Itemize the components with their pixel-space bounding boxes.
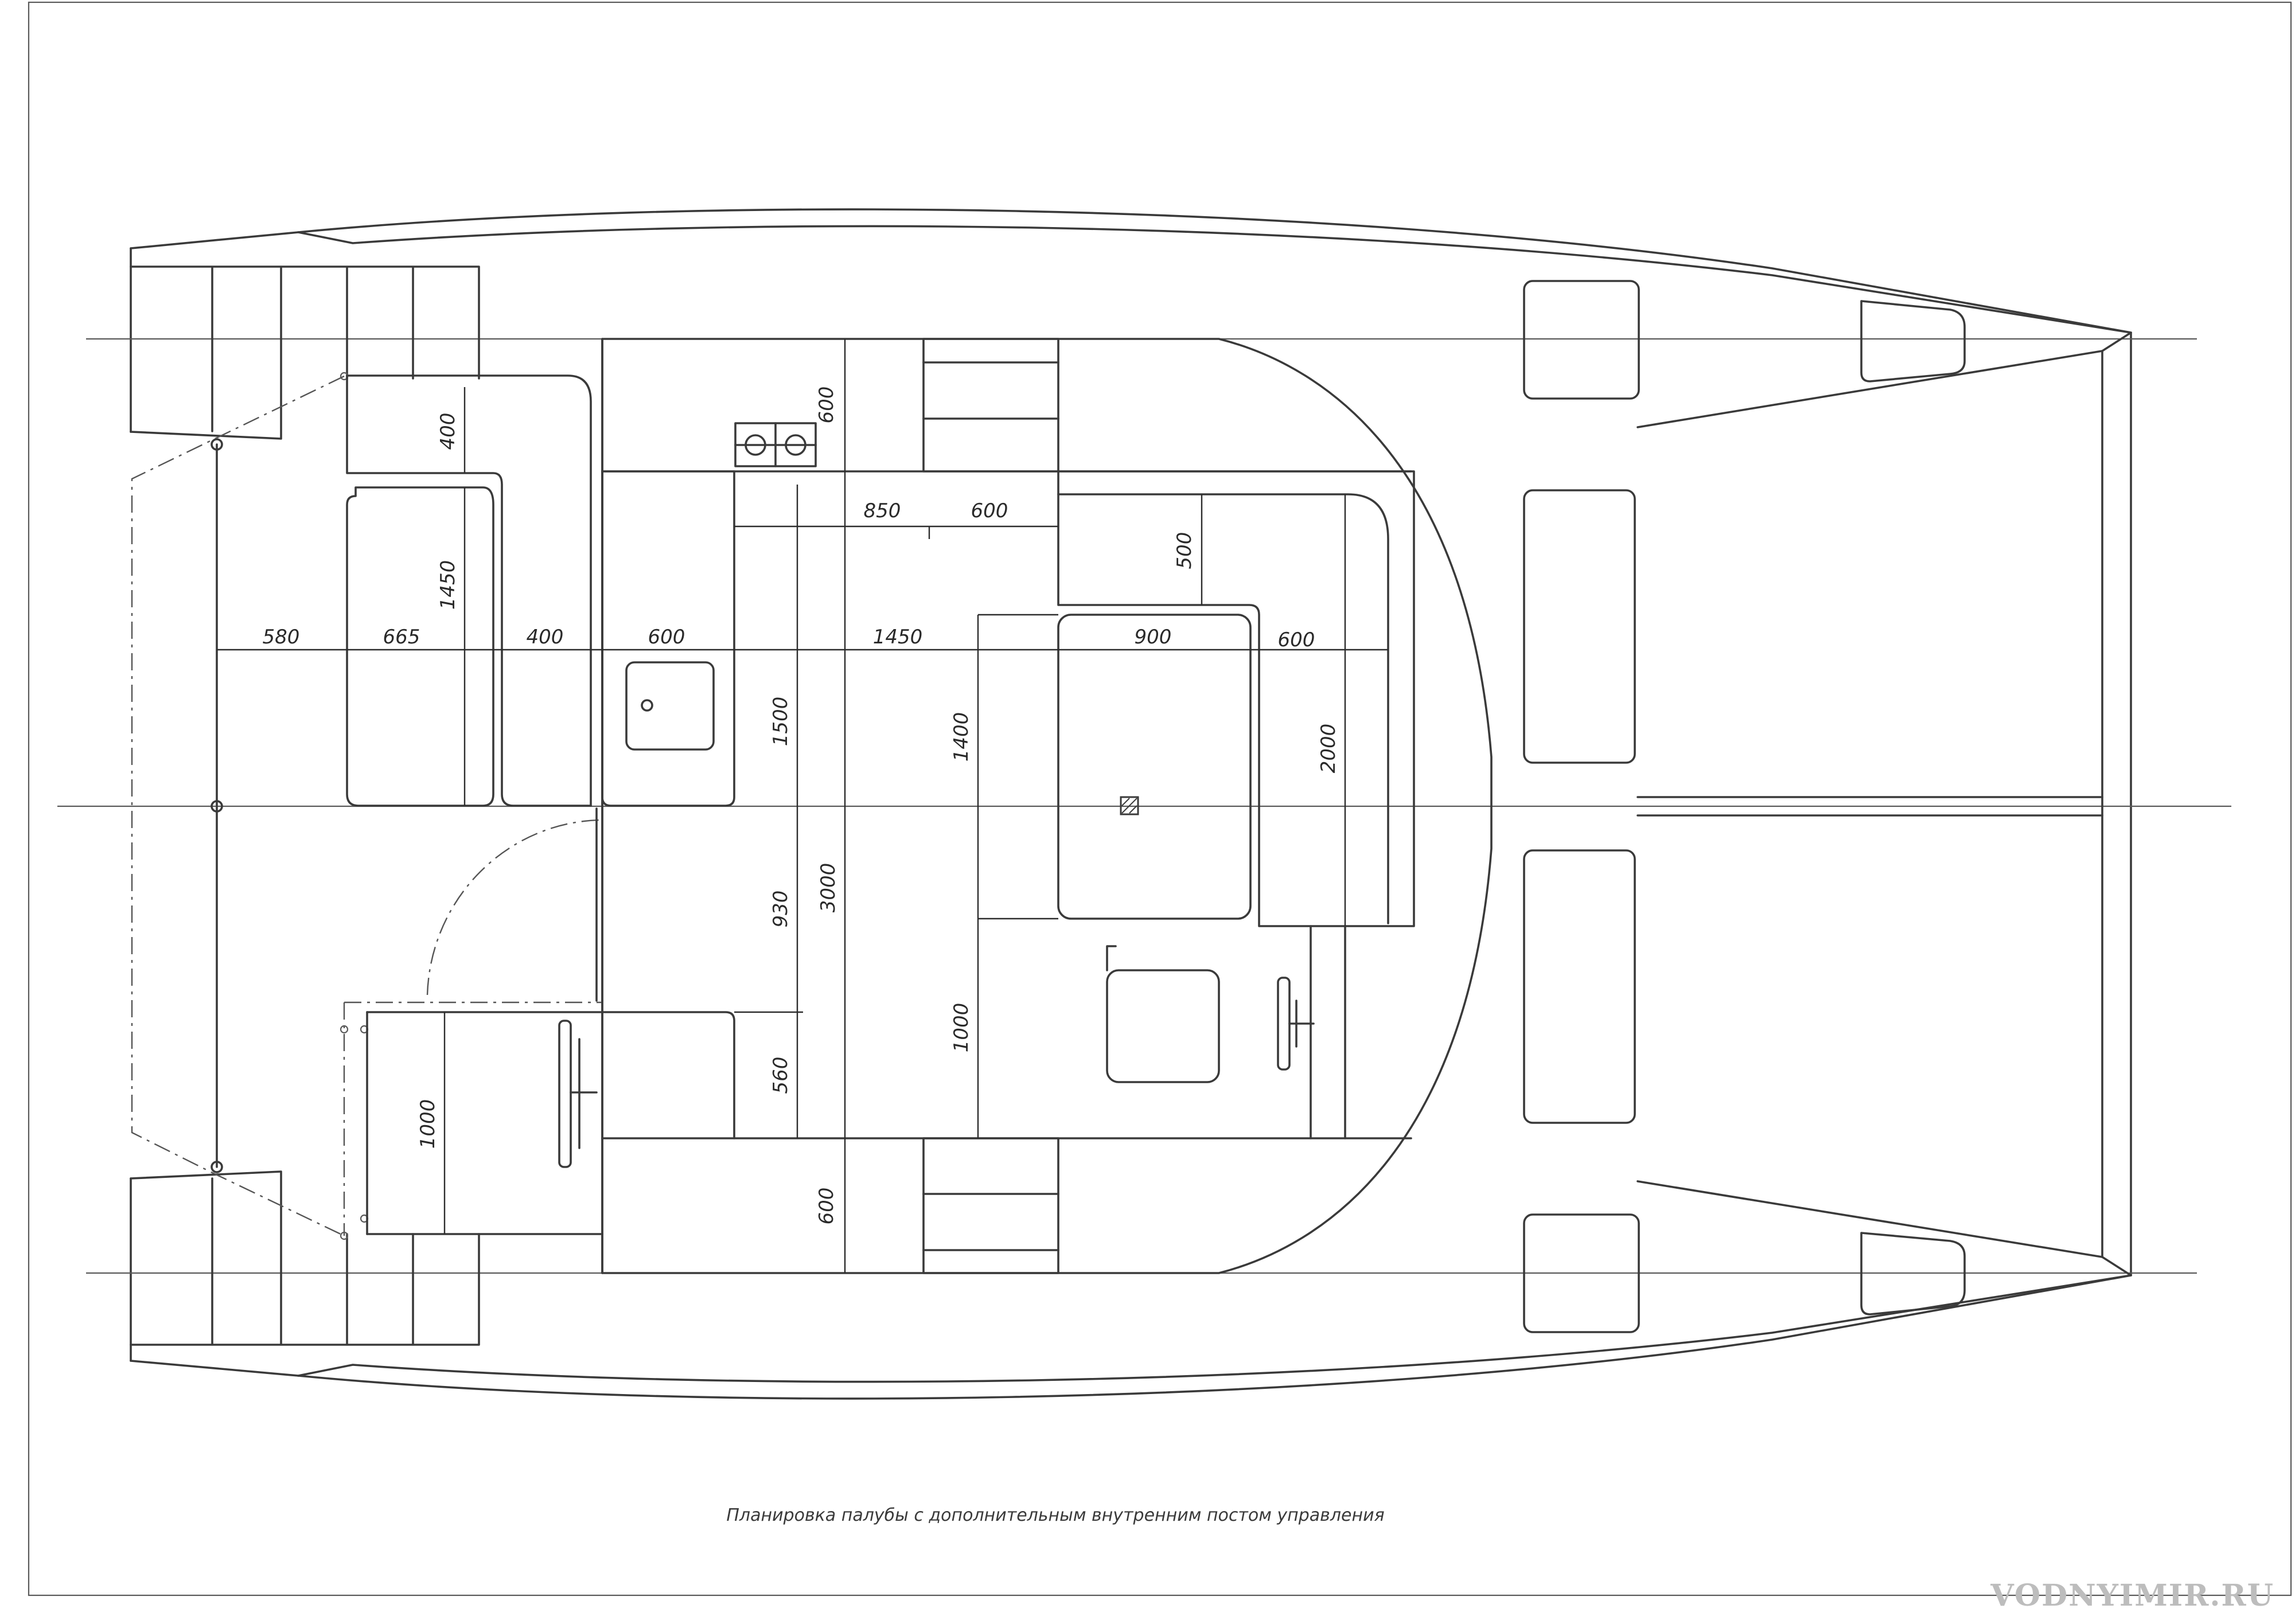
companionway-top: [922, 338, 1059, 473]
drawing-frame: [28, 1, 2292, 1596]
dimension-lines: [217, 339, 1388, 1273]
dim-500: 500: [1173, 532, 1196, 569]
dim-560: 560: [769, 1057, 792, 1094]
post-icon: [211, 800, 223, 813]
dim-600-lower: 600: [815, 1188, 838, 1225]
sink-icon: [625, 661, 715, 751]
watermark: VODNYIMIR.RU: [1990, 1578, 2274, 1613]
aft-steering-wheel-icon: [558, 1020, 572, 1168]
inner-helm: [1106, 945, 1315, 1083]
dim-930: 930: [769, 891, 792, 928]
dim-900: 900: [1135, 626, 1172, 649]
stove-icon: [734, 422, 817, 467]
trampoline: [1636, 331, 2132, 1276]
dimension-labels: 580 665 400 600 1450 900 600 850 600 600…: [263, 387, 1340, 1225]
post-icon: [211, 1161, 223, 1173]
salon-table: [1057, 614, 1252, 920]
dim-1500: 1500: [769, 697, 792, 747]
steering-wheel-icon: [1277, 977, 1291, 1071]
dim-600-sink: 600: [648, 626, 685, 649]
helm-seat: [1106, 969, 1220, 1083]
lower-cabin: [558, 1011, 735, 1168]
dim-665: 665: [383, 626, 420, 649]
dim-2000: 2000: [1317, 724, 1340, 774]
aft-steps-top: [130, 266, 480, 440]
dim-600-stove: 600: [815, 387, 838, 424]
aft-steps-bottom: [130, 1170, 480, 1346]
hidden-lines: [131, 375, 602, 1237]
dim-1000-helm: 1000: [416, 1099, 439, 1149]
dim-850: 850: [864, 499, 901, 522]
dim-400: 400: [527, 626, 564, 649]
hull-outline: [130, 208, 2132, 1400]
dim-600-step: 600: [971, 499, 1008, 522]
cockpit-settee: [346, 374, 592, 807]
dim-1450-floor: 1450: [873, 626, 923, 649]
dim-1000-cockpit: 1000: [950, 1003, 973, 1053]
forward-hatches: [1523, 280, 1966, 1333]
dim-1400: 1400: [950, 712, 973, 762]
galley: [601, 422, 817, 807]
dim-580: 580: [263, 626, 300, 649]
post-icon: [211, 438, 223, 451]
mast-base-icon: [1120, 796, 1139, 815]
dim-400-settee: 400: [437, 413, 459, 450]
companionway-bottom: [922, 1137, 1059, 1274]
dim-3000: 3000: [817, 863, 840, 913]
salon-sofa: [1057, 470, 1415, 1139]
drawing-caption: Планировка палубы с дополнительным внутр…: [726, 1505, 1384, 1525]
dim-600-bench: 600: [1278, 628, 1315, 651]
dim-1450-settee: 1450: [437, 560, 459, 610]
